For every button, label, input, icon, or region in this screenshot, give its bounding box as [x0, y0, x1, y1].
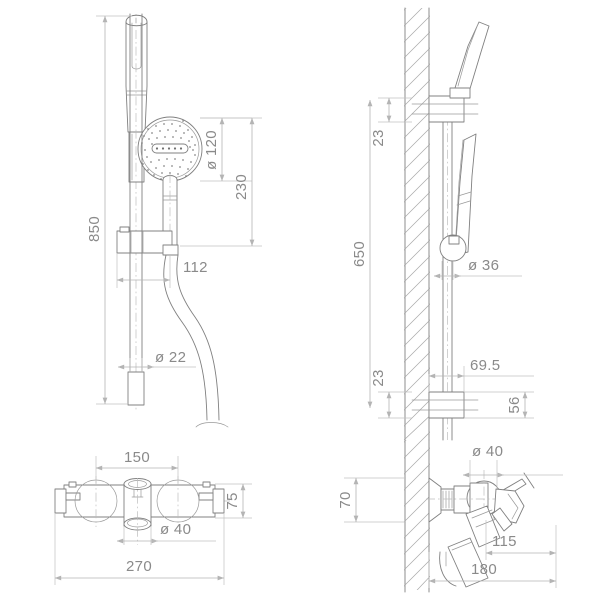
wall-union [428, 477, 471, 523]
dimension-70: 70 [337, 477, 406, 523]
mixer-spout-front [123, 478, 152, 545]
dimension-label-850: 850 [86, 216, 103, 242]
dimension-dia40-side: ø 40 [462, 443, 563, 488]
slide-rail-side [442, 99, 453, 441]
bath-spout-side [491, 488, 525, 532]
handshower-side-lower [439, 133, 477, 262]
dimension-75: 75 [215, 483, 252, 519]
slide-rail [127, 13, 145, 406]
dimension-label-230: 230 [233, 174, 250, 200]
dimension-label-dia120: ø 120 [203, 130, 220, 170]
rail-slider-bracket [116, 226, 179, 256]
view-front-rail: 850 ø 120 230 112 ø 2 [86, 13, 262, 428]
view-front-mixer: 150 75 ø 40 270 [54, 449, 252, 585]
dimension-850: 850 [86, 15, 132, 405]
dimension-115: 115 [485, 520, 556, 560]
view-side-mixer: 70 ø 40 115 180 [337, 439, 563, 593]
dimension-label-56: 56 [506, 396, 523, 413]
handset-side-upper [449, 21, 490, 99]
dimension-label-69-5: 69.5 [470, 357, 500, 374]
upper-wall-bracket [411, 95, 479, 123]
dimension-150: 150 [95, 449, 179, 483]
wall-section-lower [404, 439, 430, 593]
dimension-69-5: 69.5 [428, 357, 534, 392]
dimension-23-lower: 23 [370, 369, 412, 419]
dimension-270: 270 [54, 513, 225, 585]
dimension-56: 56 [464, 391, 534, 419]
dimension-dia36: ø 36 [433, 257, 522, 280]
dimension-label-180: 180 [471, 561, 497, 578]
dimension-dia40-front: ø 40 [116, 521, 216, 545]
dimension-label-23-lower: 23 [370, 369, 387, 386]
dimension-label-70: 70 [337, 491, 354, 508]
head-nozzle-dots [155, 147, 183, 150]
dimension-label-650: 650 [351, 241, 368, 267]
dimension-dia120: ø 120 [200, 117, 252, 182]
dimension-label-dia40-side: ø 40 [472, 443, 503, 460]
dimension-label-dia40-front: ø 40 [160, 521, 191, 538]
dimension-180: 180 [428, 525, 557, 588]
dimension-112: 112 [116, 253, 208, 288]
dimension-label-23-upper: 23 [370, 129, 387, 146]
dimension-label-150: 150 [124, 449, 150, 466]
dimension-23-upper: 23 [370, 97, 412, 147]
spout-outlet-side [439, 505, 501, 588]
dimension-650: 650 [351, 99, 373, 408]
lower-wall-bracket [411, 391, 479, 419]
dimension-dia22: ø 22 [117, 349, 196, 372]
dimension-label-dia22: ø 22 [155, 349, 186, 366]
view-side-rail: 23 650 ø 36 23 69.5 [351, 7, 534, 441]
dimension-label-75: 75 [224, 492, 241, 509]
dimension-label-270: 270 [126, 558, 152, 575]
shower-hose [163, 254, 229, 428]
shower-head [137, 116, 203, 246]
dimension-label-dia36: ø 36 [468, 257, 499, 274]
dimension-230: 230 [180, 117, 262, 247]
dimension-label-112: 112 [183, 259, 208, 276]
dimension-label-115: 115 [492, 533, 517, 550]
